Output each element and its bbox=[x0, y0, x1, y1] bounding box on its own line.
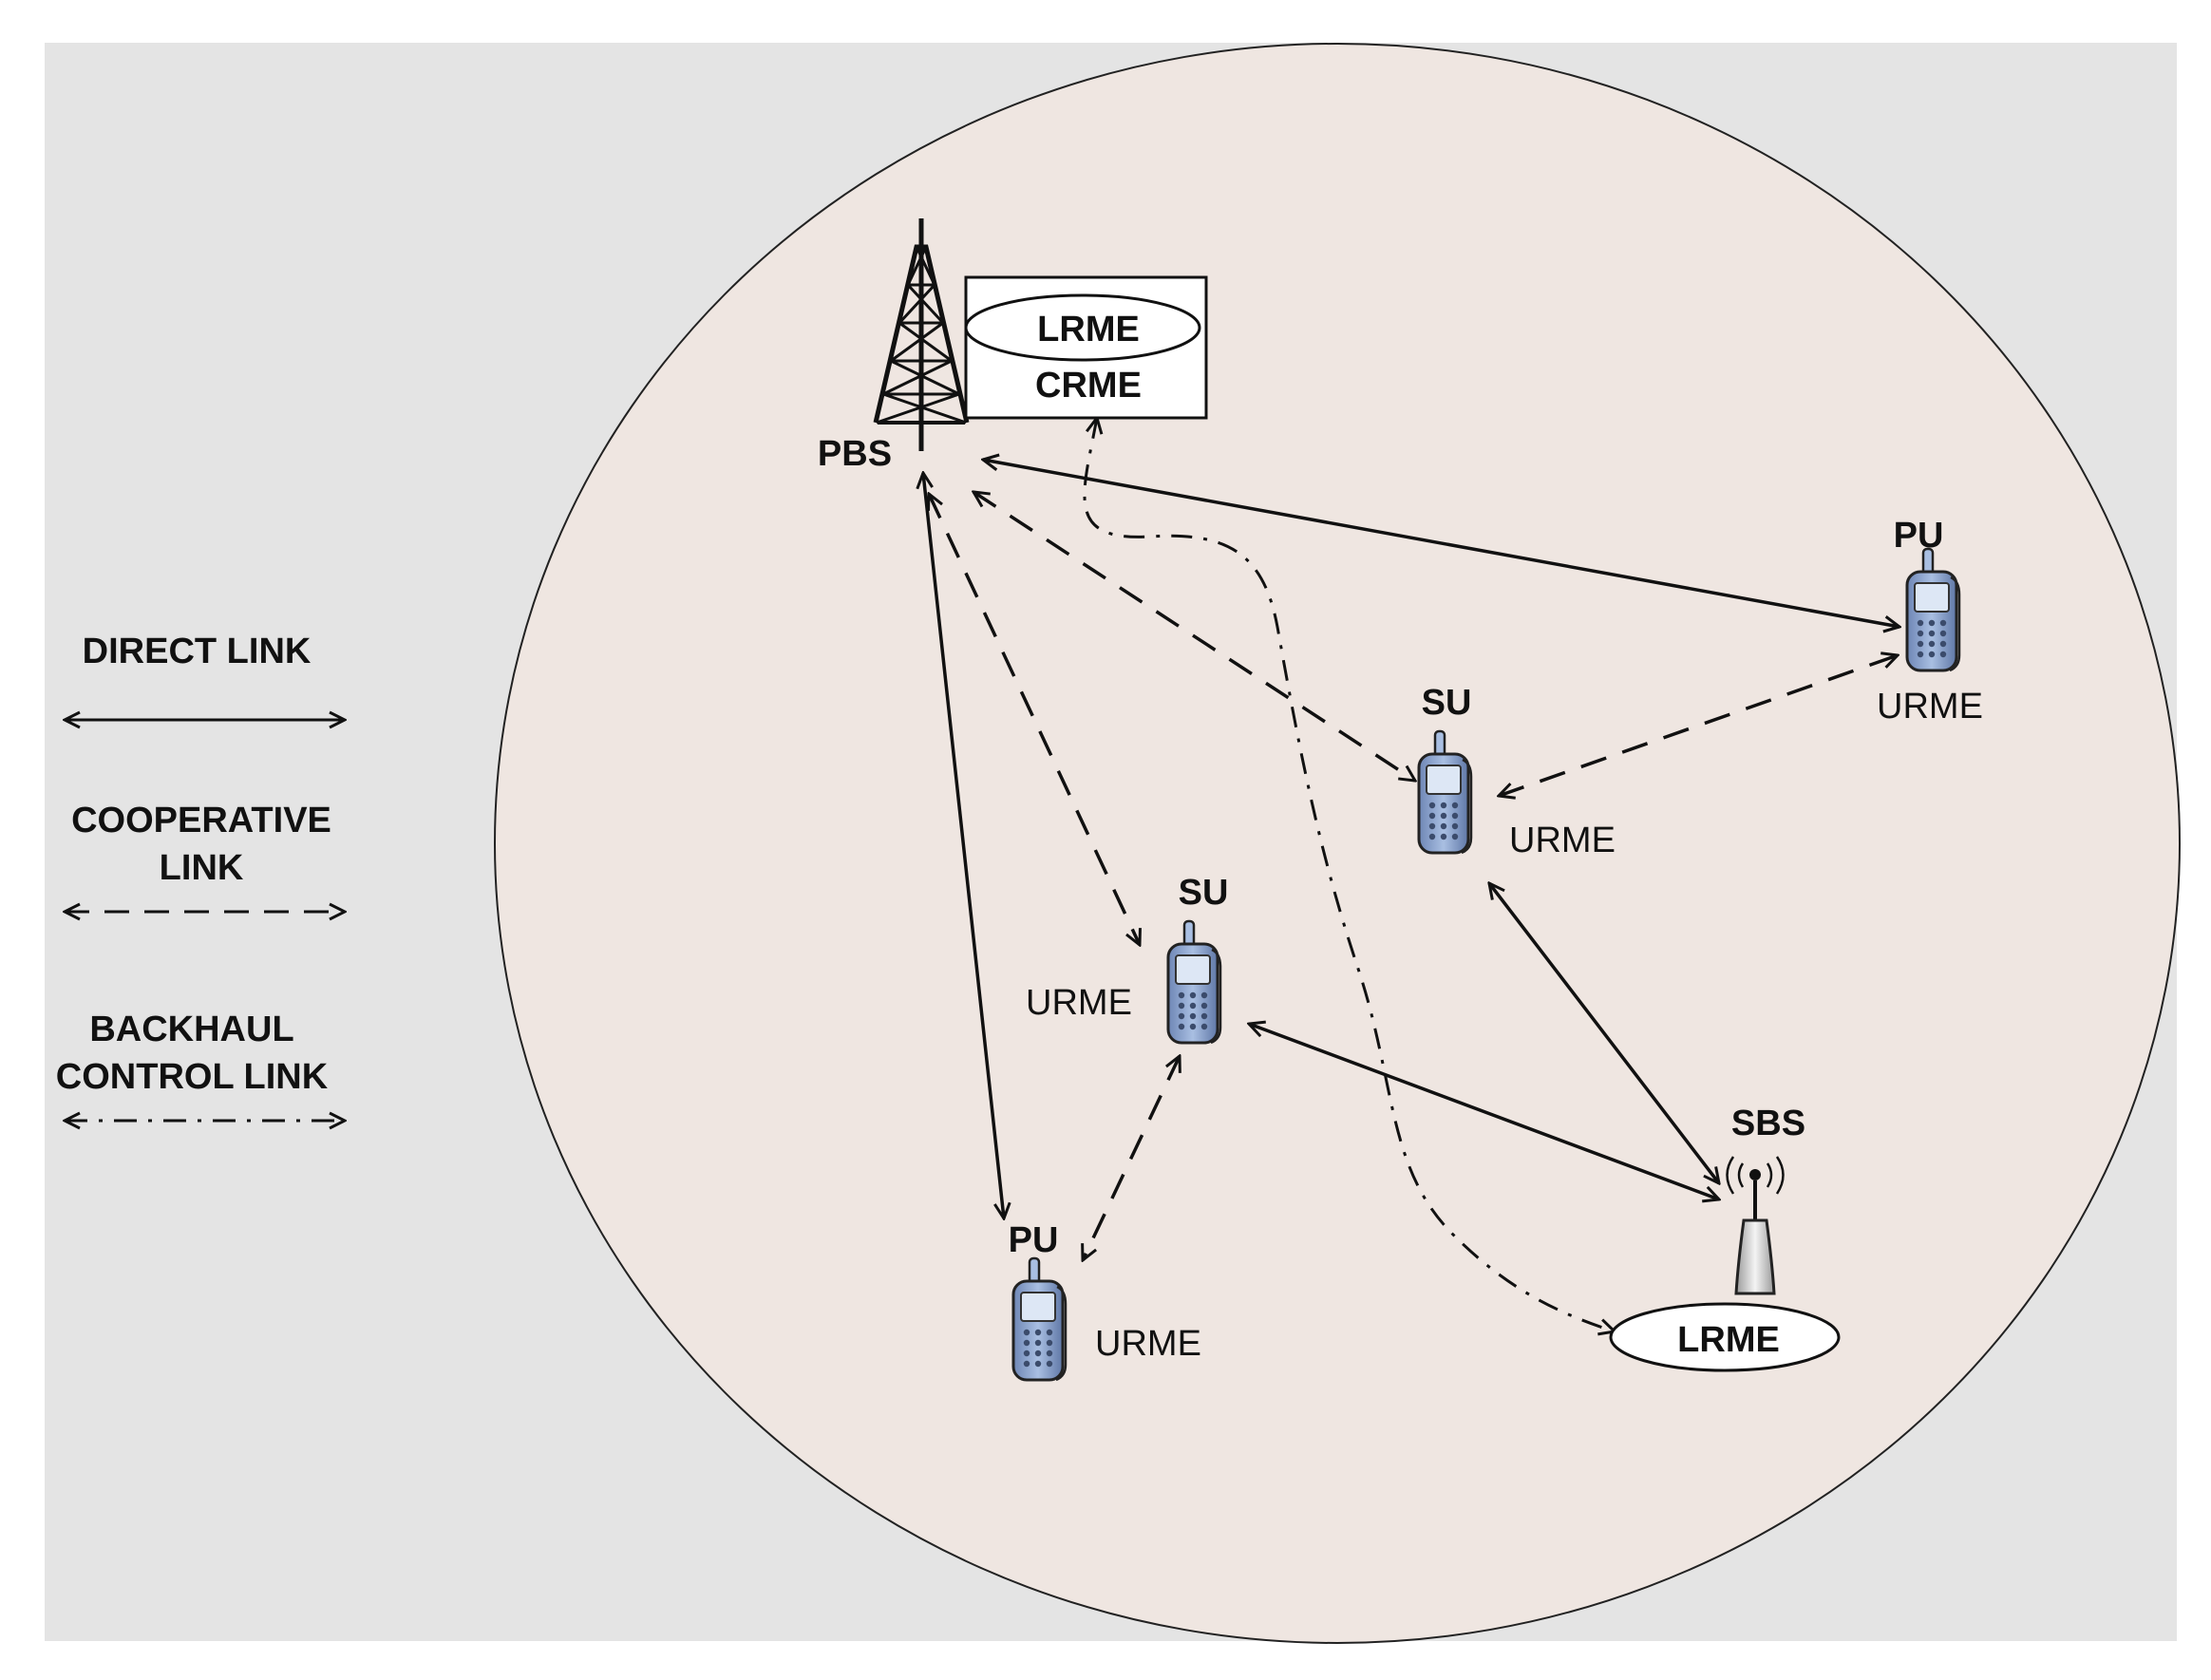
legend-cooperative-label-1: COOPERATIVE bbox=[71, 801, 331, 840]
legend-cooperative-label-2: LINK bbox=[160, 848, 244, 888]
sbs-lrme-label: LRME bbox=[1677, 1320, 1780, 1360]
su-left-role: SU bbox=[1179, 873, 1229, 913]
su-center-role: SU bbox=[1422, 683, 1472, 723]
legend-backhaul-label-1: BACKHAUL bbox=[89, 1010, 293, 1049]
legend-backhaul-label-2: CONTROL LINK bbox=[56, 1057, 329, 1097]
lattice-tower-icon bbox=[873, 218, 970, 451]
pu-right-role: PU bbox=[1894, 516, 1944, 556]
pbs-crme-label: CRME bbox=[1035, 366, 1142, 406]
pu-right-entity: URME bbox=[1877, 687, 1983, 727]
coverage-cell bbox=[494, 43, 2181, 1644]
pbs-resource-box: LRME CRME bbox=[964, 275, 1208, 420]
legend: DIRECT LINK COOPERATIVE LINK BACKHAUL CO… bbox=[56, 632, 345, 1121]
pbs-label: PBS bbox=[818, 434, 892, 474]
pu-bottom-role: PU bbox=[1009, 1220, 1059, 1260]
pbs-lrme-ellipse bbox=[964, 293, 1201, 362]
legend-direct-label: DIRECT LINK bbox=[83, 632, 312, 671]
coop-link-su-center-pu-right bbox=[1499, 655, 1898, 796]
sbs-lrme-ellipse bbox=[1609, 1302, 1841, 1372]
pu-bottom-entity: URME bbox=[1095, 1324, 1201, 1364]
su-center-entity: URME bbox=[1509, 821, 1616, 860]
small-cell-antenna-icon bbox=[1726, 1156, 1785, 1295]
pbs-lrme-label: LRME bbox=[1037, 310, 1140, 349]
sbs-label: SBS bbox=[1731, 1104, 1805, 1143]
links bbox=[923, 418, 1899, 1331]
backhaul-link-crme-lrme bbox=[1083, 418, 1615, 1331]
su-left-entity: URME bbox=[1026, 983, 1132, 1023]
